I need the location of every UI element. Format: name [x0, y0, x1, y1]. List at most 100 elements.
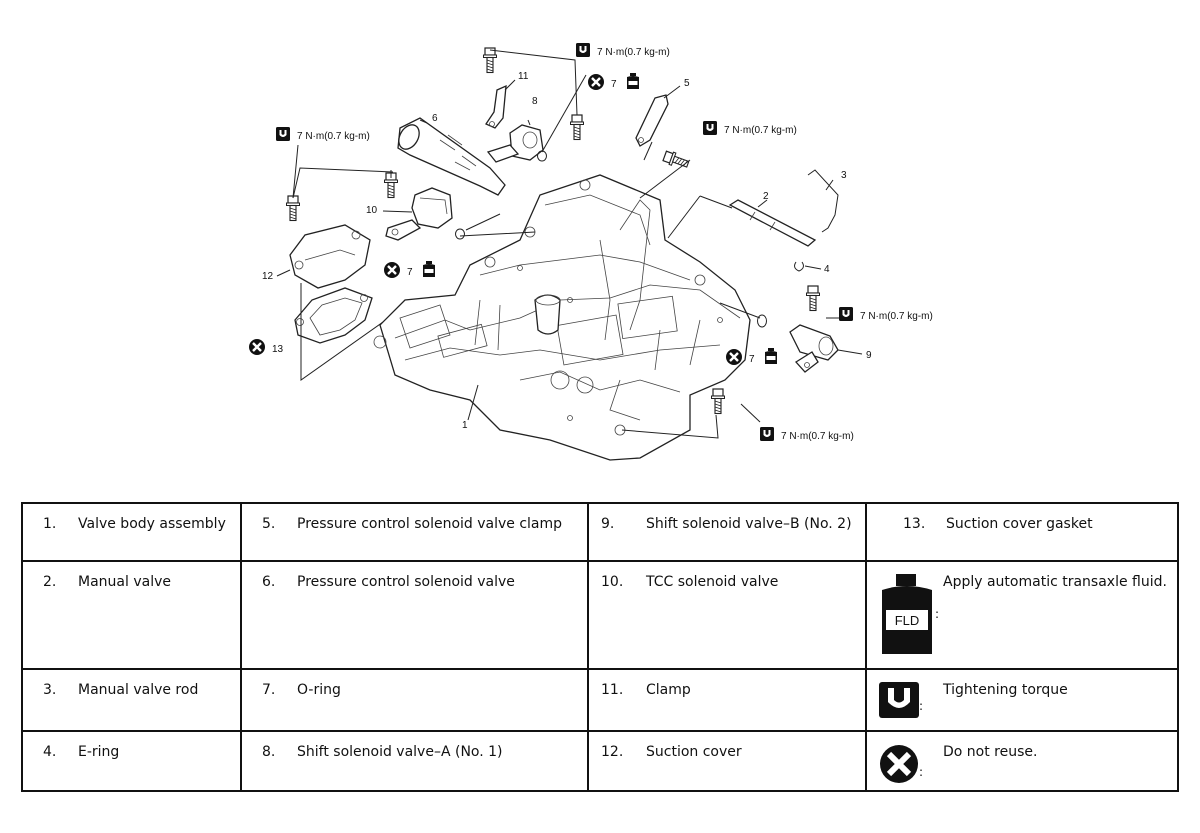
svg-text:FLD: FLD [895, 613, 920, 628]
callout-3: 3 [841, 170, 847, 181]
legend-cell: FLD : Apply automatic transaxle fluid. [865, 560, 1179, 670]
legend-number: 9. [601, 516, 615, 532]
suction-cover [289, 224, 371, 289]
callout-2: 2 [763, 191, 769, 202]
torque-icon: : [879, 682, 943, 718]
symbol-separator: : [919, 765, 924, 779]
legend-number: 10. [601, 574, 624, 590]
legend-text: Clamp [646, 682, 691, 698]
legend-row: 2. Manual valve 6. Pressure control soleno… [21, 560, 1179, 670]
svg-text:7 N·m(0.7 kg-m): 7 N·m(0.7 kg-m) [724, 125, 797, 136]
legend-cell: 10. TCC solenoid valve [587, 560, 867, 670]
fluid-icon: FLD : [879, 574, 943, 654]
pressure-control-solenoid-valve [397, 117, 506, 196]
svg-text:7: 7 [749, 354, 755, 365]
legend-number: 5. [262, 516, 276, 532]
legend-row: 3. Manual valve rod 7. O-ring 11. Clamp : T… [21, 668, 1179, 732]
legend-cell: 7. O-ring [240, 668, 589, 732]
legend-cell: 9. Shift solenoid valve–B (No. 2) [587, 502, 867, 562]
legend-row: 4. E-ring 8. Shift solenoid valve–A (No. 1… [21, 730, 1179, 792]
legend-number: 12. [601, 744, 624, 760]
symbol-separator: : [919, 699, 924, 713]
torque-annotation: 7 N·m(0.7 kg-m) [576, 43, 670, 58]
legend-text: O-ring [297, 682, 341, 698]
o-ring-annotation: 7 [724, 347, 777, 367]
legend-cell: 6. Pressure control solenoid valve [240, 560, 589, 670]
callout-4: 4 [824, 264, 830, 275]
callout-1: 1 [462, 420, 468, 431]
legend-text: Do not reuse. [943, 744, 1038, 760]
torque-annotation: 7 N·m(0.7 kg-m) [760, 427, 854, 442]
svg-text:7 N·m(0.7 kg-m): 7 N·m(0.7 kg-m) [597, 47, 670, 58]
legend-number: 1. [43, 516, 57, 532]
o-ring-annotation: 7 [586, 72, 639, 92]
legend-text: Pressure control solenoid valve clamp [297, 516, 563, 532]
legend-text: TCC solenoid valve [646, 574, 779, 590]
shift-solenoid-valve-b [789, 324, 839, 373]
torque-annotation: 7 N·m(0.7 kg-m) [276, 127, 370, 142]
shift-solenoid-valve-a [486, 124, 544, 163]
legend-number: 13. [903, 516, 926, 532]
callout-5: 5 [684, 78, 690, 89]
legend-number: 8. [262, 744, 276, 760]
legend-number: 3. [43, 682, 57, 698]
legend-cell: : Tightening torque [865, 668, 1179, 732]
legend-row: 1. Valve body assembly 5. Pressure control… [21, 502, 1179, 562]
svg-text:7: 7 [407, 267, 413, 278]
legend-cell: 12. Suction cover [587, 730, 867, 792]
legend-text: Manual valve rod [78, 682, 199, 698]
legend-text: Valve body assembly [78, 516, 226, 532]
legend-text: E-ring [78, 744, 120, 760]
o-ring-annotation: 7 [382, 260, 435, 280]
legend-text: Apply automatic transaxle fluid. [943, 574, 1167, 590]
legend-number: 6. [262, 574, 276, 590]
svg-text:7 N·m(0.7 kg-m): 7 N·m(0.7 kg-m) [781, 431, 854, 442]
legend-cell: 3. Manual valve rod [21, 668, 242, 732]
legend-cell: 1. Valve body assembly [21, 502, 242, 562]
symbol-separator: : [935, 607, 940, 621]
pressure-control-solenoid-valve-clamp [635, 94, 669, 147]
legend-cell: 8. Shift solenoid valve–A (No. 1) [240, 730, 589, 792]
callout-11: 11 [518, 71, 529, 82]
manual-valve-rod [807, 169, 839, 233]
torque-annotation: 7 N·m(0.7 kg-m) [839, 307, 933, 322]
valve-body-exploded-diagram: 1 2 3 4 5 6 8 9 10 11 12 7 N·m(0.7 kg-m)… [247, 43, 933, 461]
legend-cell: 11. Clamp [587, 668, 867, 732]
legend-cell: 13. Suction cover gasket [865, 502, 1179, 562]
legend-cell: 4. E-ring [21, 730, 242, 792]
callout-6: 6 [432, 113, 438, 124]
legend-cell: : Do not reuse. [865, 730, 1179, 792]
legend-text: Manual valve [78, 574, 171, 590]
legend-cell: 5. Pressure control solenoid valve clamp [240, 502, 589, 562]
svg-text:7 N·m(0.7 kg-m): 7 N·m(0.7 kg-m) [297, 131, 370, 142]
legend-number: 2. [43, 574, 57, 590]
suction-cover-gasket [294, 287, 373, 344]
legend-number: 4. [43, 744, 57, 760]
callout-8: 8 [532, 96, 538, 107]
tcc-solenoid-valve [385, 187, 453, 241]
gasket-annotation: 13 [247, 337, 284, 357]
legend-cell: 2. Manual valve [21, 560, 242, 670]
legend-text: Pressure control solenoid valve [297, 574, 515, 590]
callout-10: 10 [366, 205, 378, 216]
legend-text: Suction cover gasket [946, 516, 1093, 532]
callout-9: 9 [866, 350, 872, 361]
do-not-reuse-icon: : [879, 744, 943, 784]
e-ring [794, 261, 804, 272]
legend-text: Shift solenoid valve–B (No. 2) [646, 516, 852, 532]
callout-12: 12 [262, 271, 274, 282]
svg-text:7 N·m(0.7 kg-m): 7 N·m(0.7 kg-m) [860, 311, 933, 322]
legend-text: Shift solenoid valve–A (No. 1) [297, 744, 503, 760]
callout-labels: 1 2 3 4 5 6 8 9 10 11 12 [262, 71, 872, 431]
legend-number: 7. [262, 682, 276, 698]
legend-text: Suction cover [646, 744, 742, 760]
leader-lines [276, 49, 863, 439]
clamp [485, 84, 507, 129]
legend-text: Tightening torque [943, 682, 1068, 698]
manual-valve [728, 199, 817, 247]
svg-text:7: 7 [611, 79, 617, 90]
legend-table: 1. Valve body assembly 5. Pressure control… [21, 502, 1179, 792]
svg-text:13: 13 [272, 344, 284, 355]
legend-number: 11. [601, 682, 624, 698]
torque-annotation: 7 N·m(0.7 kg-m) [703, 121, 797, 136]
